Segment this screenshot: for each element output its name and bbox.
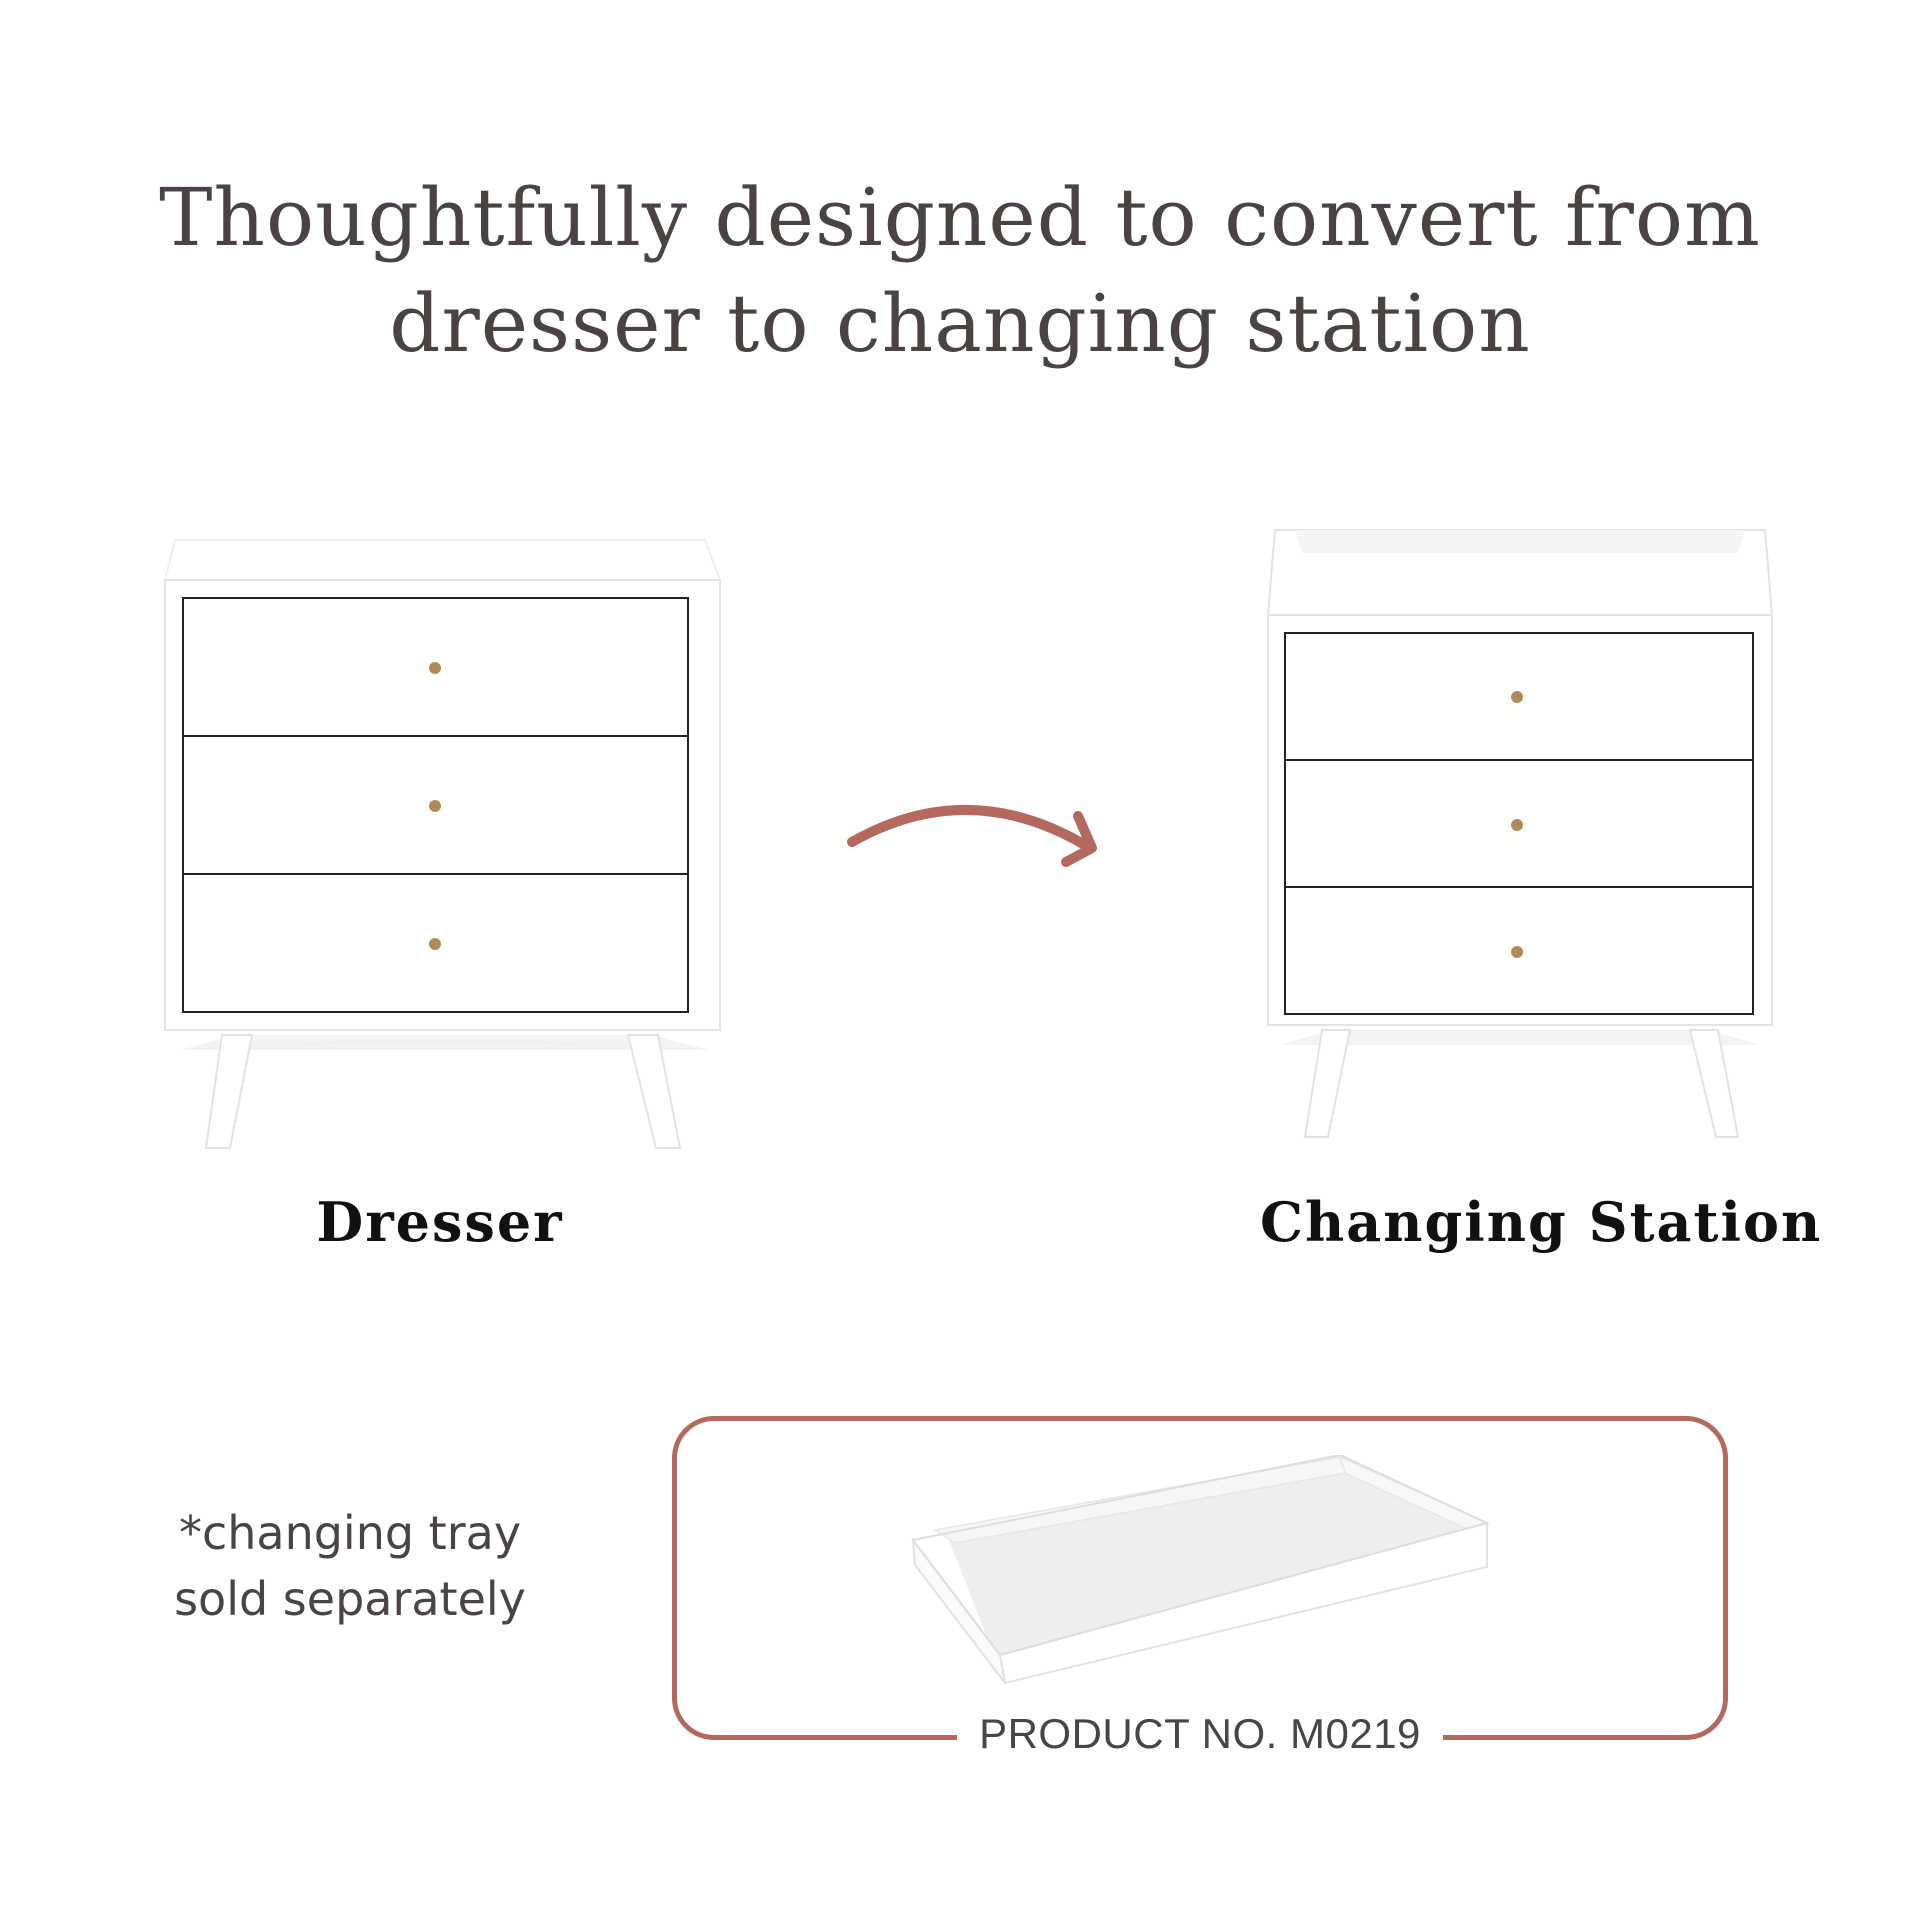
- headline-line-2: dresser to changing station: [389, 277, 1531, 370]
- note-line-1: *changing tray: [178, 1506, 522, 1560]
- knob: [429, 800, 441, 812]
- arrow-right-icon: [847, 804, 1097, 867]
- changing-station-label: Changing Station: [1260, 1190, 1823, 1254]
- sold-separately-note: *changing tray sold separately: [150, 1500, 550, 1632]
- headline-line-1: Thoughtfully designed to convert from: [159, 171, 1761, 264]
- changing-station-illustration: [1266, 529, 1774, 1138]
- headline: Thoughtfully designed to convert from dr…: [0, 165, 1920, 377]
- knob: [1511, 691, 1523, 703]
- dresser-illustration: [163, 539, 722, 1149]
- knob: [1511, 946, 1523, 958]
- knob: [429, 662, 441, 674]
- product-number-label: PRODUCT NO. M0219: [670, 1708, 1730, 1760]
- product-number-text: PRODUCT NO. M0219: [957, 1708, 1443, 1760]
- note-line-2: sold separately: [174, 1572, 526, 1626]
- dresser-label: Dresser: [316, 1190, 564, 1254]
- knob: [429, 938, 441, 950]
- knob: [1511, 819, 1523, 831]
- changing-tray-illustration: [911, 1455, 1490, 1685]
